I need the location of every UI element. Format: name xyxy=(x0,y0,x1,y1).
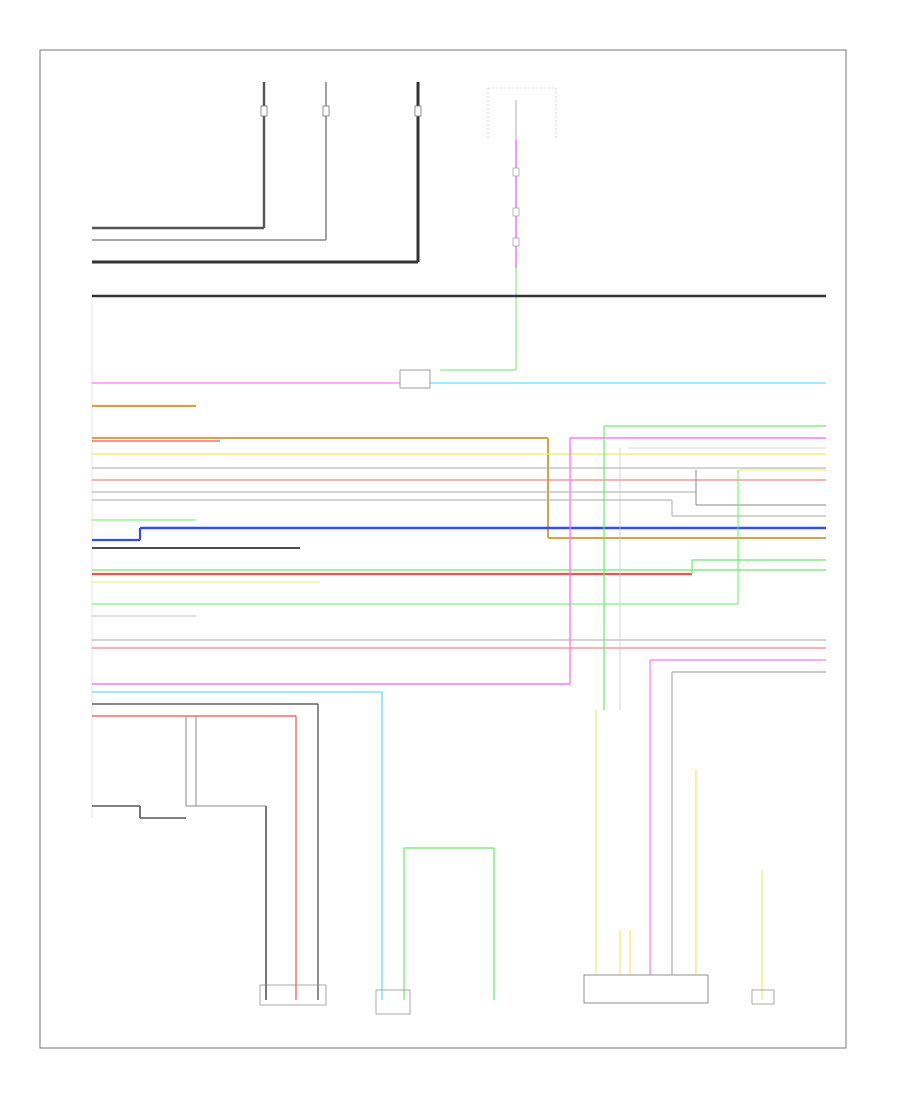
fuse-feed-a xyxy=(92,82,268,230)
harness-rows xyxy=(92,294,826,1000)
diagram-frame xyxy=(39,49,847,1049)
relay xyxy=(399,369,431,389)
top-feeds xyxy=(92,82,557,371)
fuse-feed-d xyxy=(440,87,557,371)
remote-control-connector xyxy=(583,974,709,1004)
rear-speaker-connector xyxy=(751,989,775,1005)
camera-connector xyxy=(375,989,411,1015)
fuse-feed-b xyxy=(92,82,330,241)
bottom-components xyxy=(259,974,775,1015)
fuse-feed-c xyxy=(92,82,422,264)
front-speaker-connector xyxy=(259,984,327,1006)
